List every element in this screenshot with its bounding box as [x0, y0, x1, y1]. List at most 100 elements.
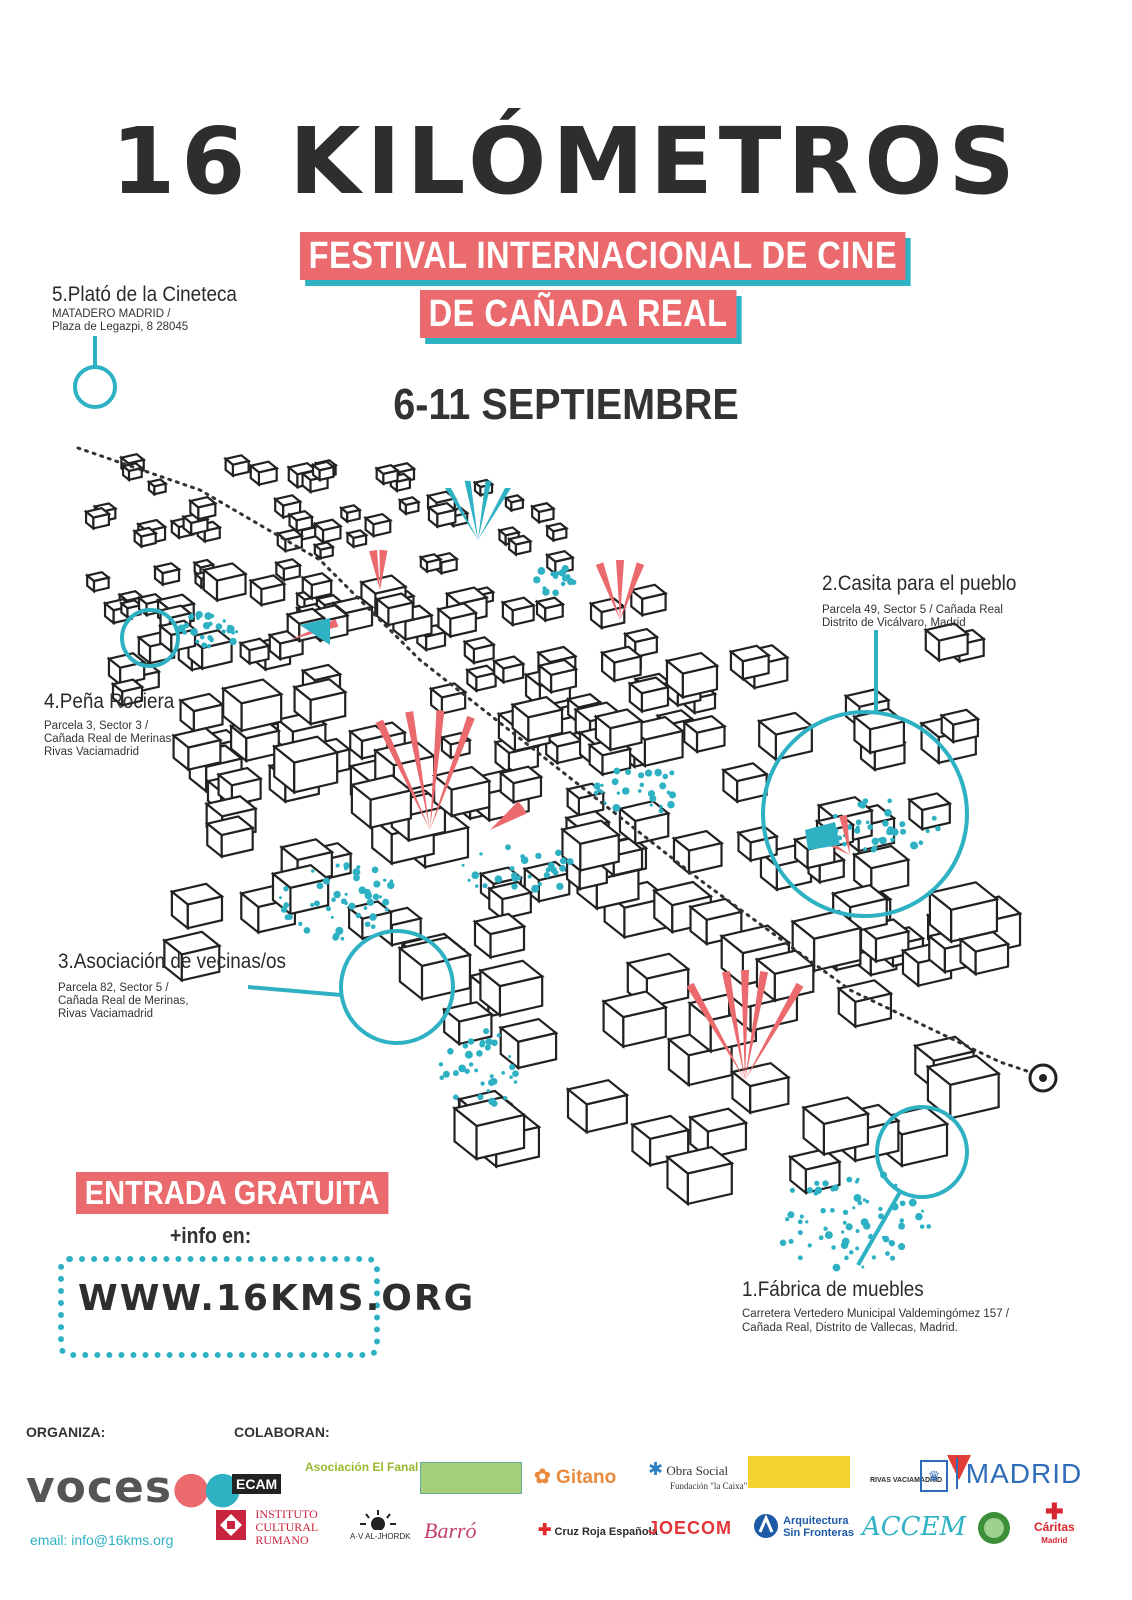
dot	[531, 884, 540, 893]
location-3-marker[interactable]	[247, 929, 455, 1045]
location-5-addr1: MATADERO MADRID /	[52, 308, 171, 320]
location-3-addr3: Rivas Vaciamadrid	[58, 1008, 154, 1020]
dot	[561, 575, 569, 582]
festival-title: 16 KILÓMETROS	[111, 108, 1021, 215]
house	[472, 912, 527, 960]
location-1-marker[interactable]	[856, 1105, 969, 1266]
dot	[542, 588, 550, 596]
dot	[887, 798, 892, 804]
house	[248, 574, 287, 608]
dot	[559, 857, 567, 865]
dot	[535, 852, 542, 859]
organiza-label: ORGANIZA:	[26, 1424, 106, 1440]
house	[529, 502, 556, 525]
dot	[202, 621, 211, 630]
dot	[868, 1233, 873, 1238]
dot	[888, 1240, 896, 1247]
dot	[870, 847, 877, 853]
dot	[649, 803, 653, 807]
dot	[335, 863, 340, 868]
spotlight-burst	[375, 710, 475, 830]
dot	[863, 1222, 871, 1230]
colaboran-label: COLABORAN:	[234, 1424, 330, 1440]
house	[754, 949, 816, 1003]
dot	[820, 1207, 826, 1214]
dot	[831, 1245, 836, 1250]
house	[543, 730, 584, 766]
website-link[interactable]: WWW.16KMS.ORG	[78, 1278, 476, 1319]
dot	[593, 790, 599, 796]
house	[374, 592, 416, 628]
dot	[484, 1044, 491, 1051]
dot	[855, 819, 862, 826]
film-reel-icon	[1028, 1063, 1058, 1093]
house	[617, 799, 671, 847]
dot	[841, 1230, 845, 1234]
location-2-marker[interactable]	[761, 630, 969, 918]
location-4-marker[interactable]	[120, 608, 180, 668]
contact-email[interactable]: email: info@16kms.org	[30, 1532, 174, 1548]
dot	[195, 639, 200, 644]
dot	[919, 1224, 925, 1229]
dot	[908, 1198, 917, 1207]
dot	[464, 1050, 473, 1059]
dot	[935, 825, 941, 832]
dot	[885, 1251, 890, 1256]
house	[345, 529, 369, 550]
dot	[561, 564, 569, 573]
dot	[474, 884, 479, 888]
icr-mark-icon	[216, 1510, 246, 1540]
dot	[842, 841, 847, 847]
dot	[557, 884, 564, 890]
dot	[231, 630, 235, 635]
dot	[882, 820, 889, 827]
house	[310, 460, 336, 483]
dot	[807, 1243, 812, 1248]
dot	[898, 1222, 906, 1230]
dot	[330, 915, 334, 919]
dot	[890, 837, 895, 843]
rivas-logo: RIVAS VACIAMADRID	[870, 1452, 972, 1485]
house	[681, 715, 727, 755]
dot	[344, 892, 348, 896]
dot	[550, 866, 557, 874]
dot	[283, 902, 290, 908]
house	[801, 1096, 871, 1157]
dot	[177, 624, 186, 633]
house	[629, 1114, 691, 1168]
house	[146, 478, 169, 497]
dot	[853, 1193, 862, 1202]
dot	[830, 1207, 835, 1213]
house	[664, 651, 720, 700]
dot	[668, 791, 677, 799]
dot	[461, 863, 465, 867]
house	[171, 727, 223, 772]
dot	[855, 1228, 860, 1233]
dot	[373, 880, 381, 888]
house	[106, 652, 147, 687]
dot	[918, 840, 924, 846]
dot	[389, 879, 394, 883]
location-4-addr3: Rivas Vaciamadrid	[44, 746, 140, 758]
house	[363, 512, 393, 539]
dot	[188, 613, 195, 620]
dot	[284, 914, 291, 921]
house	[118, 599, 144, 620]
house	[132, 526, 159, 549]
dot	[842, 1209, 849, 1216]
location-5-marker[interactable]	[73, 336, 117, 409]
url-box[interactable]	[58, 1256, 380, 1358]
dot	[370, 924, 376, 930]
house	[729, 1061, 791, 1115]
location-3-addr2: Cañada Real de Merinas,	[58, 995, 189, 1007]
dot	[229, 637, 237, 646]
dot	[447, 1048, 454, 1055]
dot	[344, 901, 348, 906]
gobierno-espana-logo	[748, 1456, 850, 1488]
dot	[832, 813, 838, 819]
sun-icon	[360, 1510, 396, 1531]
dot	[482, 883, 488, 889]
house	[374, 464, 401, 487]
dot	[196, 616, 200, 621]
dot	[345, 863, 350, 867]
